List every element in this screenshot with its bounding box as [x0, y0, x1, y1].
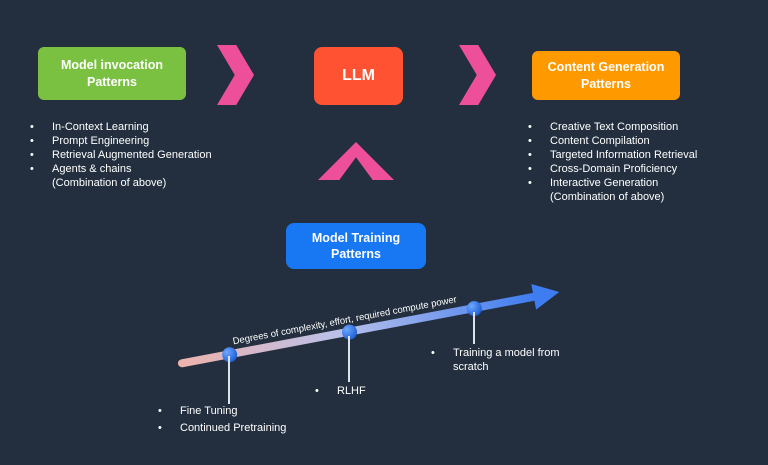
content-generation-box: Content Generation Patterns [532, 51, 680, 100]
chevron-right-icon [217, 45, 254, 105]
list-item: Targeted Information Retrieval [528, 148, 697, 162]
list-item: Training a model from scratch [431, 346, 577, 374]
llm-box: LLM [314, 47, 403, 105]
chevron-right-icon [459, 45, 496, 105]
milestone-label-2: RLHF [315, 384, 366, 401]
list-item: RLHF [315, 384, 366, 398]
milestone-leader-3 [473, 312, 475, 344]
list-item: Prompt Engineering [30, 134, 212, 148]
list-note: (Combination of above) [52, 177, 167, 189]
list-item: Continued Pretraining [158, 421, 286, 435]
list-item: Fine Tuning [158, 404, 286, 418]
model-invocation-box: Model invocation Patterns [38, 47, 186, 100]
list-item: Content Compilation [528, 134, 697, 148]
list-item: Cross-Domain Proficiency [528, 162, 697, 176]
list-item: In-Context Learning [30, 120, 212, 134]
list-item: Interactive Generation [528, 176, 697, 190]
generation-pattern-list: Creative Text Composition Content Compil… [528, 120, 697, 204]
list-item: Creative Text Composition [528, 120, 697, 134]
list-item: Retrieval Augmented Generation [30, 148, 212, 162]
milestone-label-3: Training a model from scratch [431, 346, 577, 377]
milestone-leader-1 [228, 356, 230, 404]
invocation-pattern-list: In-Context Learning Prompt Engineering R… [30, 120, 212, 190]
list-item: Agents & chains [30, 162, 212, 176]
list-note: (Combination of above) [550, 191, 665, 203]
chevron-up-icon [318, 142, 394, 180]
axis-arrowhead-icon [531, 279, 562, 310]
model-training-box: Model Training Patterns [286, 223, 426, 269]
milestone-leader-2 [348, 336, 350, 382]
milestone-label-1: Fine Tuning Continued Pretraining [158, 404, 286, 438]
